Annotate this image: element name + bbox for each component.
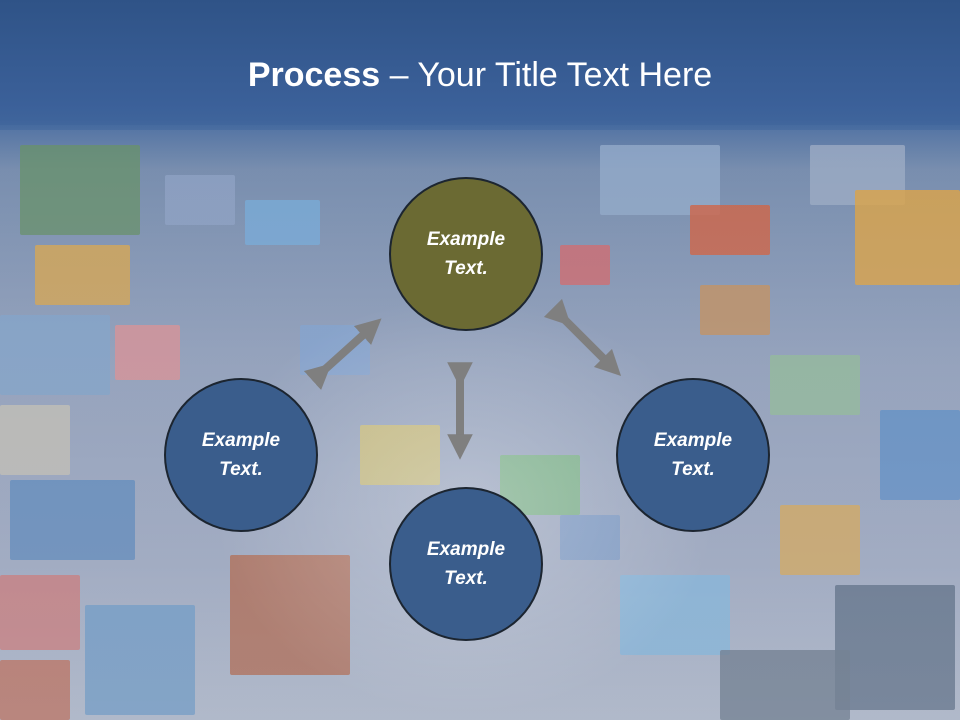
node-left-label: Example Text. xyxy=(201,430,281,480)
node-bottom-label: Example Text. xyxy=(426,539,506,589)
title-rest: – Your Title Text Here xyxy=(380,56,713,94)
node-top-label: Example Text. xyxy=(426,229,506,279)
arrow-left-top xyxy=(303,318,382,391)
process-node-bottom: Example Text. xyxy=(389,487,543,641)
process-node-right: Example Text. xyxy=(616,378,770,532)
arrow-right-top xyxy=(543,298,622,377)
node-right-label: Example Text. xyxy=(653,430,733,480)
process-node-top: Example Text. xyxy=(389,177,543,331)
background-collage xyxy=(0,125,960,720)
process-node-left: Example Text. xyxy=(164,378,318,532)
title-bold: Process xyxy=(247,56,381,94)
slide-title: Process – Your Title Text Here xyxy=(0,54,960,96)
title-bar xyxy=(0,0,960,130)
